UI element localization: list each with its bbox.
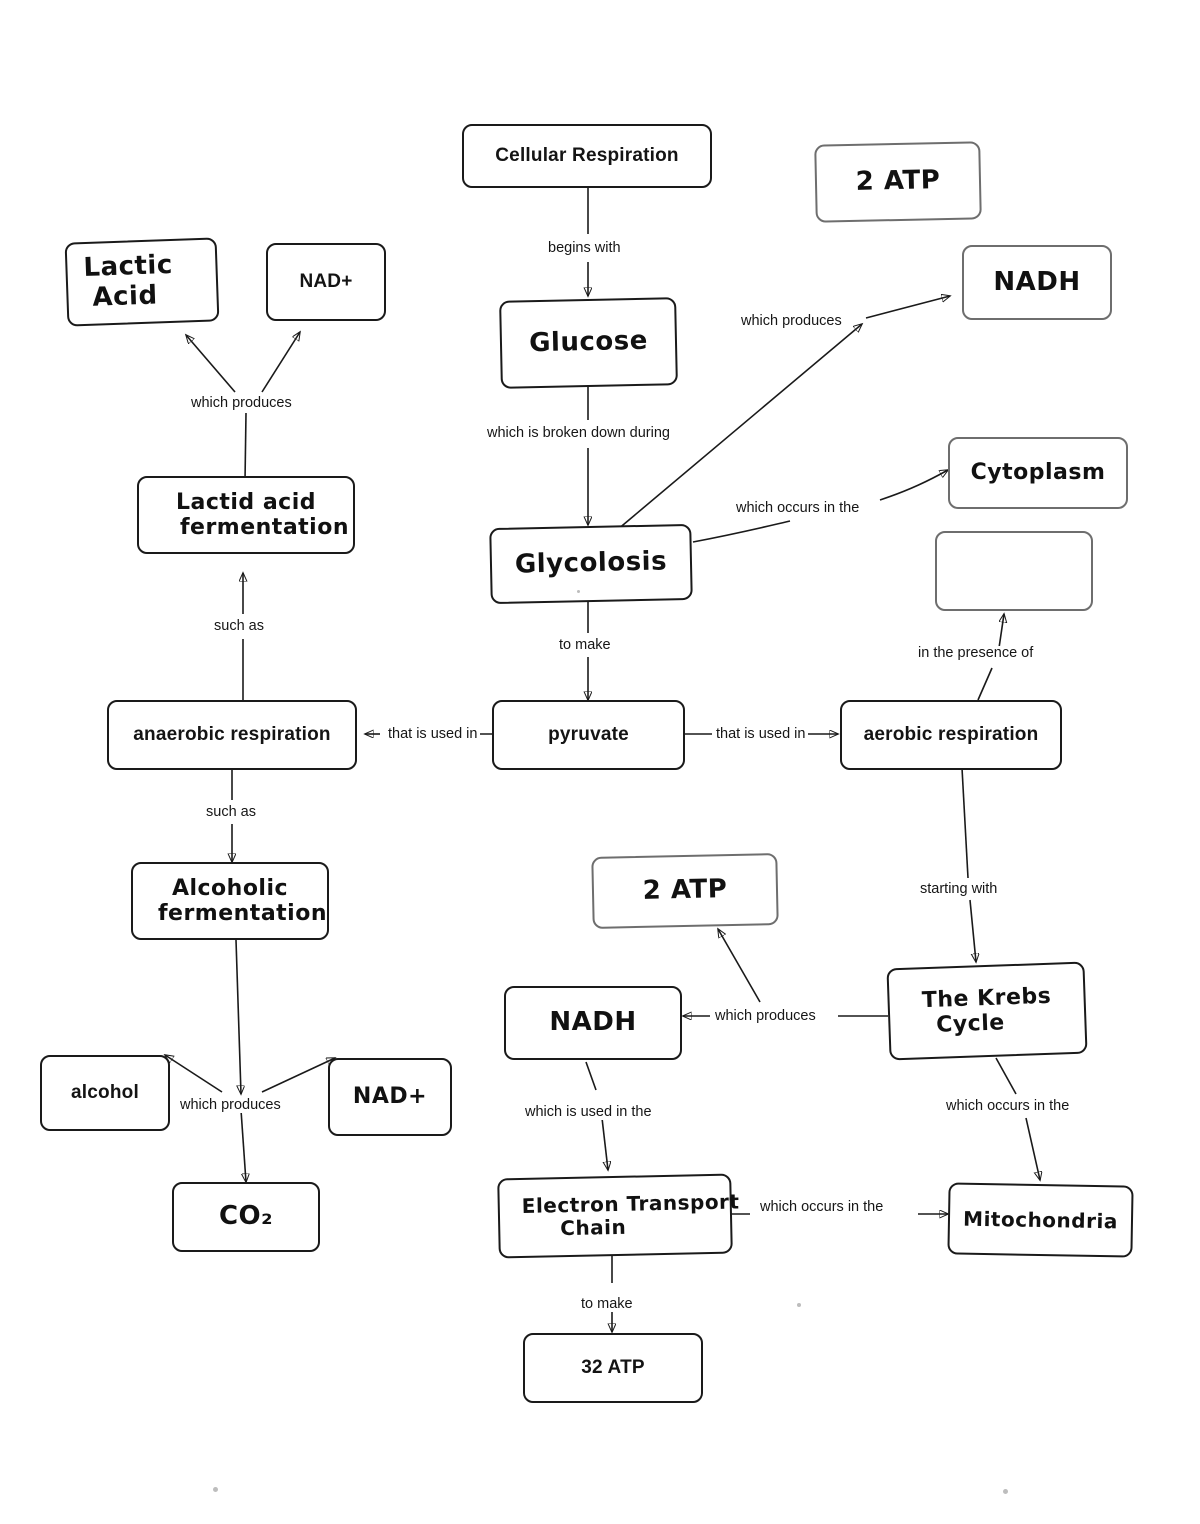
edge-label-such-as-lactic: such as — [211, 619, 267, 634]
edge-label-in-the-presence-of: in the presence of — [915, 646, 1037, 661]
node-label-line-1: Lactic — [82, 250, 174, 284]
edge-label-begins-with: begins with — [545, 241, 624, 256]
node-label-line-2: Cycle — [935, 1010, 1006, 1038]
node-atp-2-mid[interactable]: 2 ATP — [591, 853, 779, 929]
node-co2[interactable]: CO₂ — [172, 1182, 320, 1252]
edge-label-which-occurs-in-the-krebs: which occurs in the — [943, 1099, 1073, 1114]
node-label: Cytoplasm — [970, 460, 1106, 486]
node-nad-plus-top[interactable]: NAD+ — [266, 243, 386, 321]
node-anaerobic-respiration[interactable]: anaerobic respiration — [107, 700, 357, 770]
node-atp-32[interactable]: 32 ATP — [523, 1333, 703, 1403]
node-pyruvate[interactable]: pyruvate — [492, 700, 685, 770]
node-label: Glycolosis — [514, 546, 668, 580]
node-label-line-1: Alcoholic — [171, 875, 289, 901]
node-label: anaerobic respiration — [133, 724, 331, 746]
node-label: NADH — [993, 266, 1081, 297]
scan-speck — [1003, 1489, 1008, 1494]
edge-label-to-make-pyruvate: to make — [556, 638, 614, 653]
node-label: Glucose — [528, 325, 649, 359]
node-lactic-acid-fermentation[interactable]: Lactid acid fermentation — [137, 476, 355, 554]
node-aerobic-respiration[interactable]: aerobic respiration — [840, 700, 1062, 770]
node-empty-box[interactable] — [935, 531, 1093, 611]
node-label: NADH — [549, 1007, 637, 1038]
node-label-line-1: Lactid acid — [175, 489, 317, 515]
node-alcoholic-fermentation[interactable]: Alcoholic fermentation — [131, 862, 329, 940]
edge-label-which-occurs-in-the-cytoplasm: which occurs in the — [733, 501, 863, 516]
node-nadh-bottom[interactable]: NADH — [504, 986, 682, 1060]
edge-label-to-make-32atp: to make — [578, 1297, 636, 1312]
node-nadh-top[interactable]: NADH — [962, 245, 1112, 320]
edge-label-that-is-used-in-left: that is used in — [385, 727, 481, 742]
edge-label-starting-with: starting with — [917, 882, 1001, 897]
node-krebs-cycle[interactable]: The Krebs Cycle — [886, 961, 1088, 1061]
node-label: 2 ATP — [855, 165, 941, 197]
node-cellular-respiration[interactable]: Cellular Respiration — [462, 124, 712, 188]
edge-label-which-is-used-in-the: which is used in the — [522, 1105, 655, 1120]
node-nad-plus-bottom[interactable]: NAD+ — [328, 1058, 452, 1136]
edge-label-broken-down-during: which is broken down during — [484, 426, 673, 441]
node-mitochondria[interactable]: Mitochondria — [947, 1182, 1134, 1258]
edge-label-which-produces-glycolysis: which produces — [738, 314, 845, 329]
node-label-line-2: fermentation — [179, 515, 349, 540]
node-label: CO₂ — [218, 1201, 274, 1232]
node-label: Cellular Respiration — [495, 145, 679, 167]
node-label: NAD+ — [299, 271, 353, 293]
scan-speck — [213, 1487, 218, 1492]
node-label-line-2: Acid — [91, 280, 159, 313]
node-label-line-2: fermentation — [157, 901, 327, 926]
node-label: 32 ATP — [581, 1357, 645, 1379]
node-label-line-2: Chain — [559, 1214, 627, 1241]
node-cytoplasm[interactable]: Cytoplasm — [948, 437, 1128, 509]
edge-label-which-produces-krebs: which produces — [712, 1009, 819, 1024]
node-label: Mitochondria — [962, 1206, 1119, 1233]
node-label: NAD+ — [352, 1084, 428, 1110]
node-alcohol[interactable]: alcohol — [40, 1055, 170, 1131]
node-label: alcohol — [71, 1082, 139, 1104]
node-glucose[interactable]: Glucose — [499, 297, 678, 389]
edge-label-which-produces-alcoholic: which produces — [177, 1098, 284, 1113]
scan-speck — [797, 1303, 801, 1307]
node-label: 2 ATP — [642, 874, 728, 906]
edge-label-that-is-used-in-right: that is used in — [713, 727, 809, 742]
node-electron-transport-chain[interactable]: Electron Transport Chain — [497, 1173, 740, 1259]
scan-speck — [577, 590, 580, 593]
edge-label-such-as-alcoholic: such as — [203, 805, 259, 820]
node-lactic-acid[interactable]: Lactic Acid — [64, 237, 220, 327]
node-label-line-1: Electron Transport — [521, 1189, 740, 1218]
node-atp-2-top[interactable]: 2 ATP — [814, 141, 982, 223]
node-glycolysis[interactable]: Glycolosis — [489, 523, 693, 605]
node-label: aerobic respiration — [863, 724, 1039, 746]
edge-label-which-occurs-in-the-etc: which occurs in the — [757, 1200, 887, 1215]
edge-label-which-produces-lactic: which produces — [188, 396, 295, 411]
node-label: pyruvate — [548, 724, 629, 746]
